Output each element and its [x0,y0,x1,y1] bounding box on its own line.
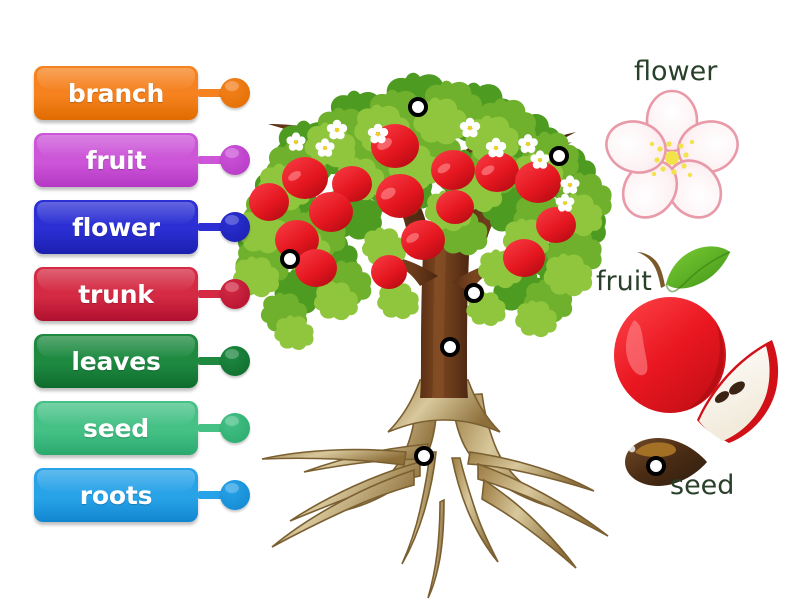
tree-branches [268,112,576,292]
label-text-fruit: fruit [85,145,147,175]
label-row-branch: branch [34,66,250,124]
label-row-fruit: fruit [34,133,250,191]
label-row-flower: flower [34,200,250,258]
marker-apple-left[interactable] [280,249,300,269]
marker-trunk[interactable] [440,337,460,357]
label-chip-branch[interactable]: branch [34,66,198,120]
connector-knob-seed[interactable] [220,413,250,443]
connector-branch [198,66,258,120]
tree-foliage-mid [235,80,612,334]
connector-stem-leaves [198,357,225,365]
marker-canopy-right[interactable] [549,146,569,166]
apple-slice [697,340,779,443]
connector-stem-roots [198,491,225,499]
label-chip-trunk[interactable]: trunk [34,267,198,321]
blossom-stamens [649,139,695,178]
label-chip-seed[interactable]: seed [34,401,198,455]
apple-blossom-illustration [605,89,739,219]
caption-flower: flower [634,56,718,87]
tree-blossoms [286,117,580,212]
connector-knob-trunk[interactable] [220,279,250,309]
label-chip-leaves[interactable]: leaves [34,334,198,388]
apple-highlight [626,320,648,376]
connector-leaves [198,334,258,388]
label-row-seed: seed [34,401,250,459]
marker-roots[interactable] [414,446,434,466]
caption-seed: seed [670,470,735,501]
marker-canopy-top[interactable] [408,97,428,117]
apple-leaf [666,246,730,289]
connector-stem-fruit [198,156,225,164]
tree-foliage-front [232,97,603,351]
marker-branch[interactable] [464,283,484,303]
apple-body [614,297,726,413]
connector-stem-flower [198,223,225,231]
label-chip-fruit[interactable]: fruit [34,133,198,187]
connector-fruit [198,133,258,187]
label-text-leaves: leaves [71,346,161,376]
connector-knob-roots[interactable] [220,480,250,510]
connector-knob-flower[interactable] [220,212,250,242]
connector-knob-fruit[interactable] [220,145,250,175]
connector-roots [198,468,258,522]
tree-roots [261,379,609,599]
label-row-roots: roots [34,468,250,526]
label-text-trunk: trunk [78,279,154,309]
tree-trunk [420,232,470,398]
label-text-flower: flower [72,212,160,242]
label-list: branch fruit flower [34,66,250,535]
connector-stem-seed [198,424,225,432]
connector-seed [198,401,258,455]
label-text-seed: seed [83,413,149,443]
connector-knob-branch[interactable] [220,78,250,108]
connector-stem-branch [198,89,225,97]
label-chip-roots[interactable]: roots [34,468,198,522]
connector-trunk [198,267,258,321]
label-text-branch: branch [67,78,165,108]
caption-fruit: fruit [596,266,652,297]
label-text-roots: roots [79,480,153,510]
seed-highlight [635,442,676,457]
marker-seed[interactable] [646,456,666,476]
connector-stem-trunk [198,290,225,298]
connector-flower [198,200,258,254]
label-chip-flower[interactable]: flower [34,200,198,254]
label-row-trunk: trunk [34,267,250,325]
label-row-leaves: leaves [34,334,250,392]
connector-knob-leaves[interactable] [220,346,250,376]
